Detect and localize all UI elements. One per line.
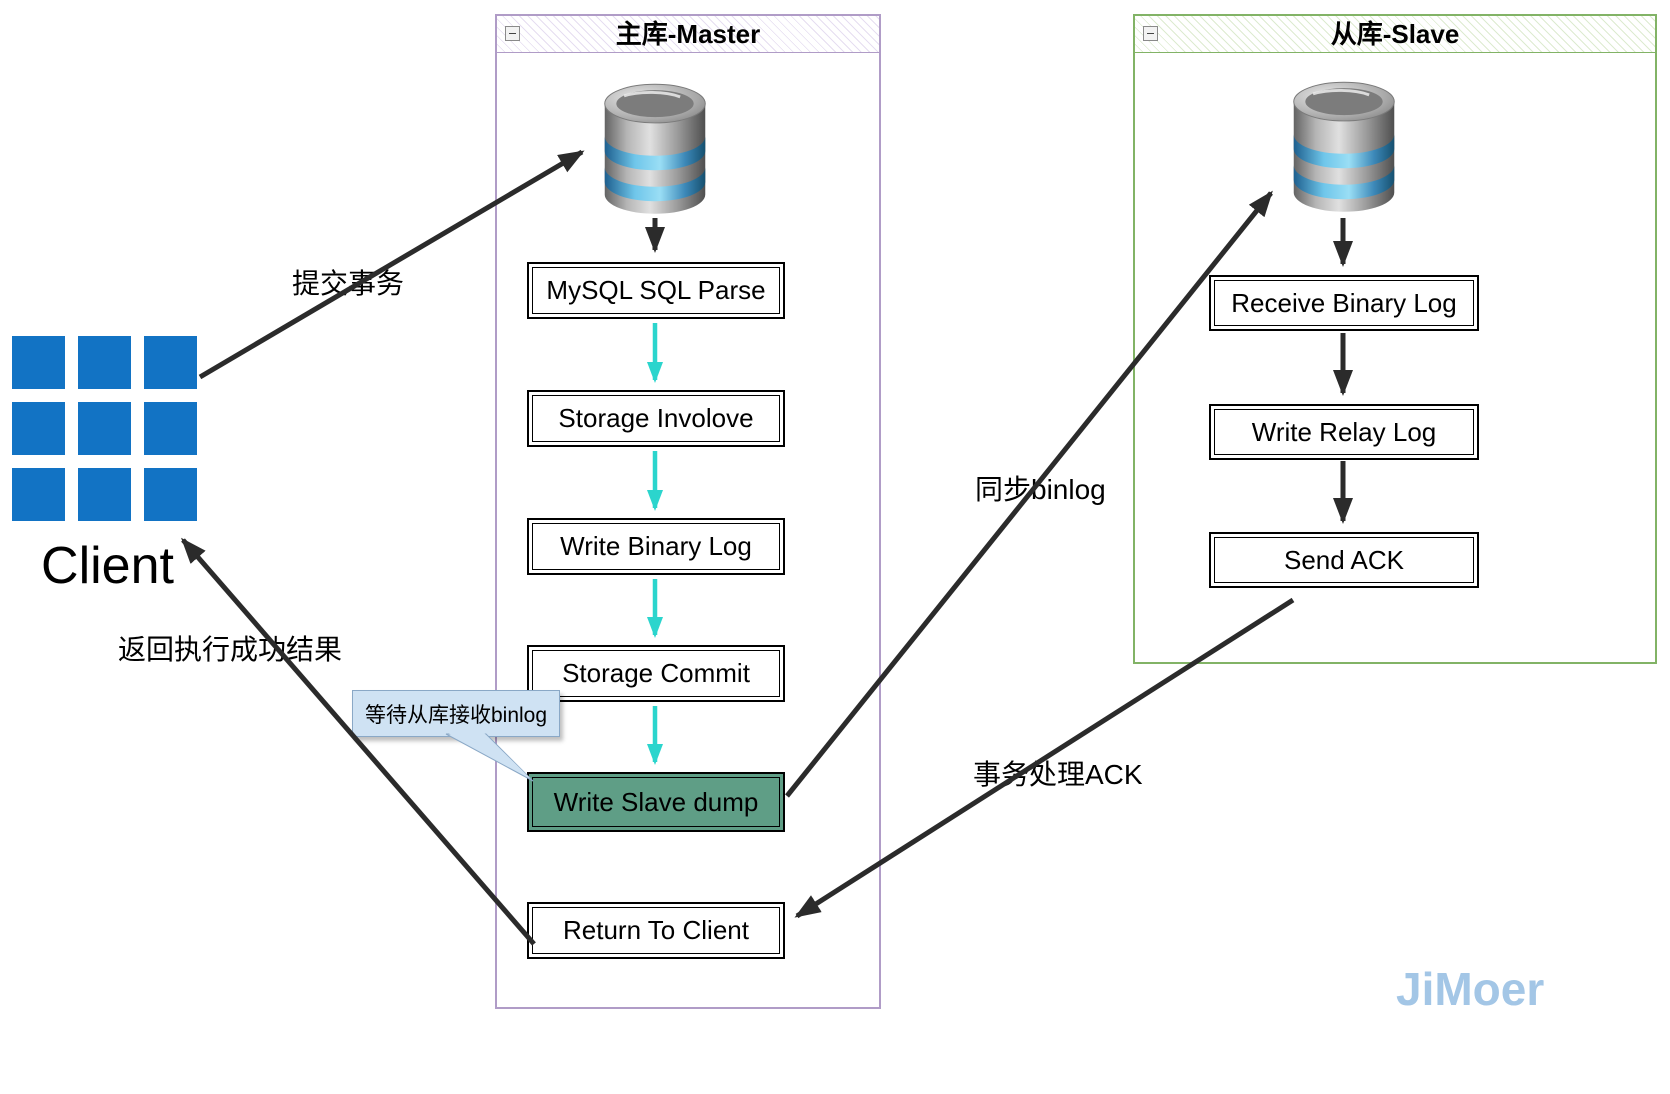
client-grid-square bbox=[12, 336, 65, 389]
edge-label-submit-transaction: 提交事务 bbox=[292, 268, 405, 299]
client-grid-square bbox=[78, 468, 131, 521]
edge-label-transaction-ack: 事务处理ACK bbox=[973, 759, 1143, 790]
slave-database-icon bbox=[1286, 78, 1402, 218]
node-write-relay-log: Write Relay Log bbox=[1209, 404, 1479, 460]
client-icon bbox=[12, 336, 197, 521]
edge-label-return-result: 返回执行成功结果 bbox=[118, 634, 343, 665]
master-title: 主库-Master bbox=[615, 19, 761, 49]
client-grid-square bbox=[144, 402, 197, 455]
node-write-binary-log: Write Binary Log bbox=[527, 518, 785, 575]
client-label: Client bbox=[41, 537, 174, 595]
slave-title: 从库-Slave bbox=[1330, 19, 1460, 49]
watermark: JiMoer bbox=[1396, 963, 1545, 1015]
node-write-slave-dump: Write Slave dump bbox=[527, 772, 785, 832]
node-mysql-sql-parse: MySQL SQL Parse bbox=[527, 262, 785, 319]
master-database-icon bbox=[597, 80, 713, 220]
client-grid-square bbox=[12, 468, 65, 521]
node-storage-commit: Storage Commit bbox=[527, 645, 785, 702]
collapse-icon[interactable] bbox=[505, 26, 520, 41]
client-grid-square bbox=[12, 402, 65, 455]
client-grid-square bbox=[144, 468, 197, 521]
client-grid-square bbox=[144, 336, 197, 389]
node-storage-involove: Storage Involove bbox=[527, 390, 785, 447]
edge-label-sync-binlog: 同步binlog bbox=[975, 474, 1106, 505]
slave-titlebar: 从库-Slave bbox=[1135, 16, 1655, 53]
callout-wait-binlog: 等待从库接收binlog bbox=[352, 690, 560, 737]
master-titlebar: 主库-Master bbox=[497, 16, 879, 53]
node-return-to-client: Return To Client bbox=[527, 902, 785, 959]
client-grid-square bbox=[78, 336, 131, 389]
collapse-icon[interactable] bbox=[1143, 26, 1158, 41]
client-grid-square bbox=[78, 402, 131, 455]
node-send-ack: Send ACK bbox=[1209, 532, 1479, 588]
arrow-return-result bbox=[181, 537, 536, 946]
node-receive-binary-log: Receive Binary Log bbox=[1209, 275, 1479, 331]
